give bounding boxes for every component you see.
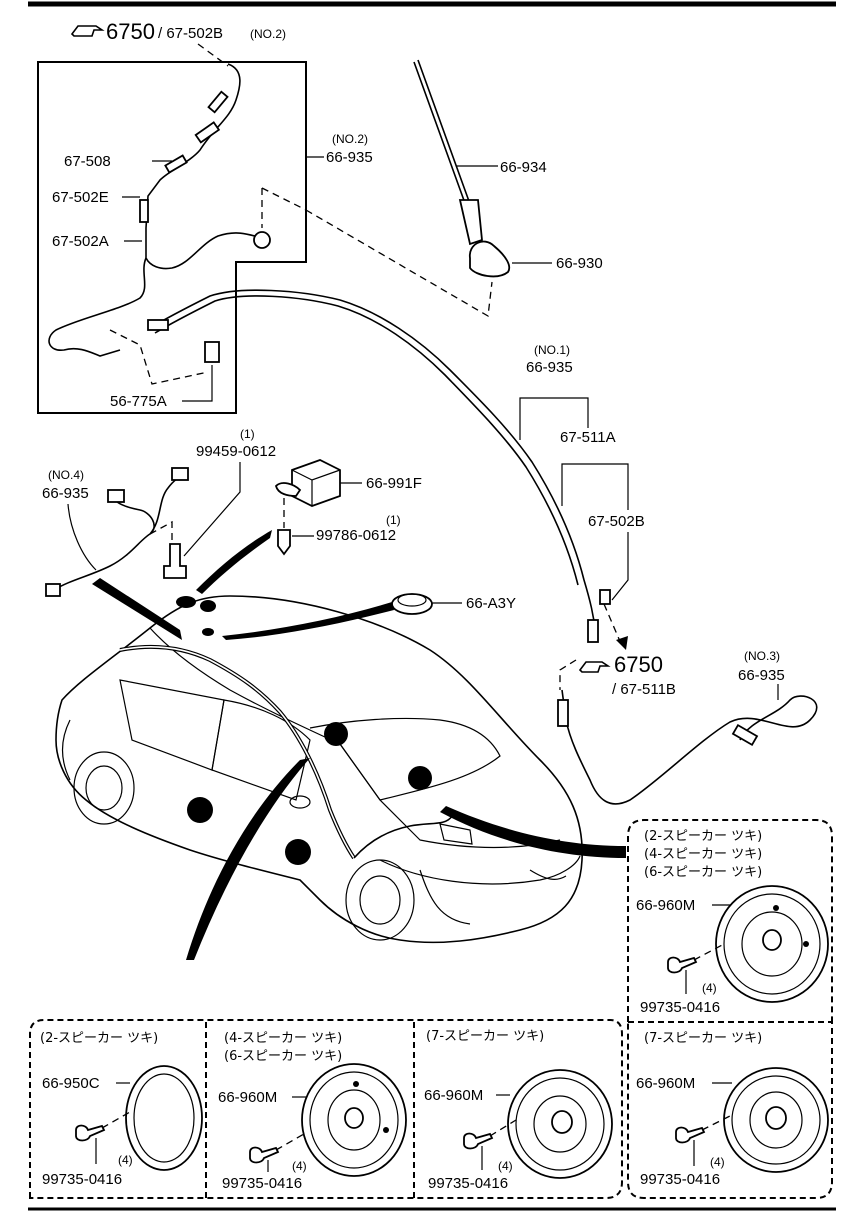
caption: (4-スピーカー ツキ)	[224, 1031, 342, 1046]
roof-harness	[119, 644, 356, 860]
label-67-511A: 67-511A	[560, 429, 616, 446]
label-66-991F: 66-991F	[366, 475, 422, 492]
screw-label: 99735-0416	[428, 1175, 508, 1192]
antenna-mast	[413, 59, 471, 207]
qty-99459: (1)	[240, 427, 255, 441]
label-66-935-no1: 66-935	[526, 359, 573, 376]
speaker-66-960M	[715, 885, 829, 1003]
label-no3: (NO.3)	[744, 649, 780, 663]
label-no2: (NO.2)	[332, 132, 368, 146]
label-99786: 99786-0612	[316, 527, 396, 544]
header-arrow	[197, 43, 229, 67]
speaker-location-4	[285, 839, 311, 865]
caption: (7-スピーカー ツキ)	[426, 1029, 544, 1044]
callout-wedge-5	[440, 806, 626, 858]
part-label: 66-950C	[42, 1075, 100, 1092]
no2-cable	[145, 63, 263, 270]
speaker-cover-66-950C	[125, 1065, 203, 1171]
pointing-hand-icon	[70, 25, 105, 37]
antenna-base	[469, 240, 511, 278]
caption: (2-スピーカー ツキ)	[40, 1031, 158, 1046]
callout-wedge-1	[92, 578, 182, 640]
module-66-991F	[291, 459, 341, 507]
speaker-location-2	[408, 766, 432, 790]
callout-wedge-3	[222, 602, 394, 640]
caption: (4-スピーカー ツキ)	[644, 847, 762, 862]
speaker-66-960M	[301, 1063, 407, 1177]
screw-icon	[667, 956, 698, 974]
label-66-934: 66-934	[500, 159, 547, 176]
screw-label: 99735-0416	[640, 999, 720, 1016]
screw-99786	[277, 529, 291, 556]
screw-icon	[675, 1126, 706, 1144]
speaker-panel-right-bottom: (7-スピーカー ツキ) 66-960M (4) 99735-0416	[627, 1021, 833, 1199]
label-no1: (NO.1)	[534, 343, 570, 357]
qty: (4)	[292, 1159, 307, 1173]
ref-6750-511B[interactable]: 6750 / 67-511B	[578, 652, 676, 698]
header-page: 6750	[106, 19, 155, 44]
qty: (4)	[498, 1159, 513, 1173]
detail-box	[37, 61, 307, 414]
part-label: 66-960M	[218, 1089, 277, 1106]
qty: (4)	[710, 1155, 725, 1169]
label-66-935-no2: 66-935	[326, 149, 373, 166]
caption: (2-スピーカー ツキ)	[644, 829, 762, 844]
header-part: / 67-502B	[158, 25, 223, 42]
callout-wedge-2	[196, 530, 272, 594]
no3-cable	[561, 689, 818, 805]
screw-icon	[75, 1124, 106, 1142]
speaker-location-3	[187, 797, 213, 823]
label-66-935-no4: 66-935	[42, 485, 89, 502]
part-label: 66-960M	[636, 897, 695, 914]
label-66-A3Y: 66-A3Y	[466, 595, 516, 612]
ref2-page: 6750	[614, 652, 663, 677]
speaker-panel-1: (2-スピーカー ツキ) 66-950C (4) 99735-0416	[40, 1031, 203, 1188]
label-66-930: 66-930	[556, 255, 603, 272]
label-67-508: 67-508	[64, 153, 111, 170]
qty-99786: (1)	[386, 513, 401, 527]
screw-label: 99735-0416	[222, 1175, 302, 1192]
label-99459: 99459-0612	[196, 443, 276, 460]
callout-wedge-4	[186, 758, 310, 960]
screw-icon	[249, 1146, 280, 1164]
qty: (4)	[702, 981, 717, 995]
speaker-panel-2: (4-スピーカー ツキ) (6-スピーカー ツキ) 66-960M (4) 99…	[218, 1031, 407, 1192]
speaker-location-1	[324, 722, 348, 746]
label-67-502A: 67-502A	[52, 233, 109, 250]
label-67-502B: 67-502B	[588, 513, 645, 530]
label-56-775A: 56-775A	[110, 393, 167, 410]
bottom-panels-frame	[29, 1019, 623, 1199]
label-no4: (NO.4)	[48, 468, 84, 482]
screw-label: 99735-0416	[42, 1171, 122, 1188]
part-label: 66-960M	[636, 1075, 695, 1092]
part-label: 66-960M	[424, 1087, 483, 1104]
header-note: (NO.2)	[250, 27, 286, 41]
header-reference[interactable]: 6750 / 67-502B (NO.2)	[70, 19, 286, 44]
label-67-502E: 67-502E	[52, 189, 109, 206]
grommet-66-A3Y	[391, 593, 433, 615]
pointing-hand-icon	[578, 661, 611, 673]
speaker-66-960M	[723, 1067, 829, 1173]
screw-label: 99735-0416	[640, 1171, 720, 1188]
bolt-99459	[163, 543, 187, 579]
caption: (6-スピーカー ツキ)	[224, 1049, 342, 1064]
speaker-panel-right-top: (2-スピーカー ツキ) (4-スピーカー ツキ) (6-スピーカー ツキ) 6…	[627, 819, 833, 1022]
screw-icon	[463, 1132, 494, 1150]
caption: (6-スピーカー ツキ)	[644, 865, 762, 880]
qty: (4)	[118, 1153, 133, 1167]
label-66-935-no3: 66-935	[738, 667, 785, 684]
speaker-66-960M	[507, 1069, 613, 1179]
speaker-panel-3: (7-スピーカー ツキ) 66-960M (4) 99735-0416	[424, 1029, 613, 1192]
caption: (7-スピーカー ツキ)	[644, 1031, 762, 1046]
ref2-part: / 67-511B	[612, 681, 676, 698]
no1-cable	[149, 289, 597, 637]
